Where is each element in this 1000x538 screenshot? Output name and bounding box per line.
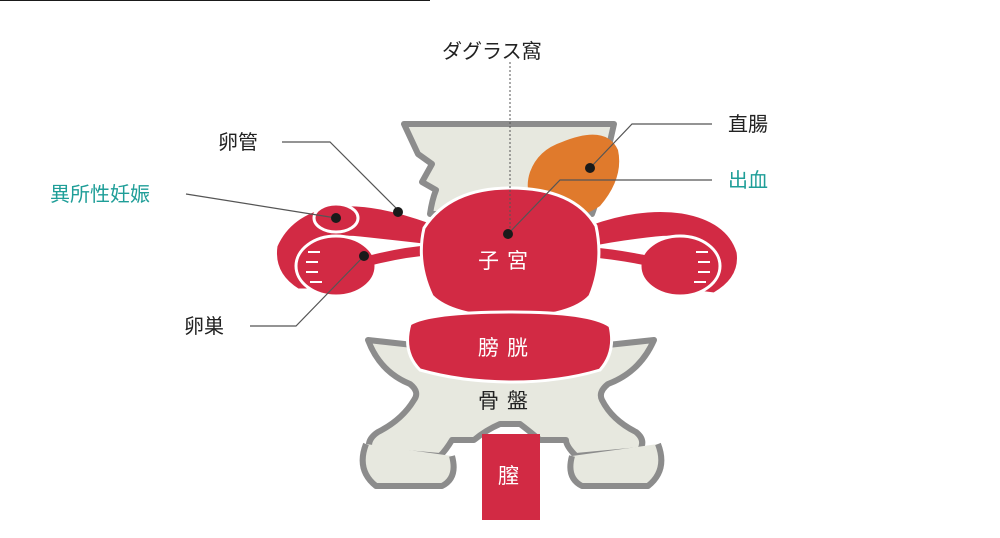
leader-fallopian-tube: [282, 142, 398, 210]
label-pelvis: 骨盤: [478, 389, 536, 413]
dot-fallopian-tube: [393, 207, 403, 217]
right-ovary: [640, 236, 720, 296]
dot-rectum: [585, 163, 595, 173]
left-ovary: [296, 236, 376, 296]
label-rectum: 直腸: [728, 113, 768, 135]
leader-ectopic-pregnancy: [186, 194, 336, 218]
label-pouch-of-douglas: ダグラス窩: [442, 40, 542, 62]
dot-ovary: [359, 251, 369, 261]
label-bleeding: 出血: [728, 169, 768, 191]
dot-ectopic-pregnancy: [331, 213, 341, 223]
label-fallopian-tube: 卵管: [218, 131, 258, 153]
label-ovary: 卵巣: [184, 315, 224, 337]
label-ectopic-pregnancy: 異所性妊娠: [50, 183, 150, 205]
dot-uterus: [503, 229, 513, 239]
label-bladder: 膀胱: [478, 336, 536, 360]
label-uterus: 子宮: [478, 249, 536, 273]
label-vagina: 膣: [498, 464, 527, 488]
